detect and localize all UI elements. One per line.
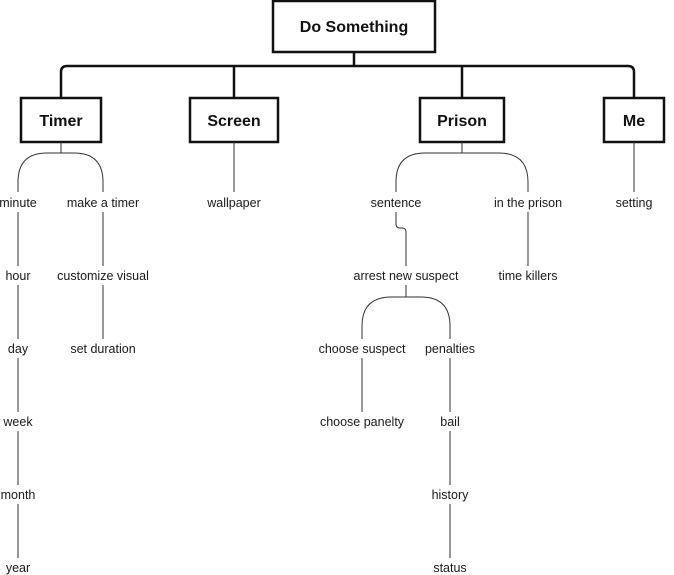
node-bail[interactable]: bail: [440, 415, 459, 429]
node-make-a-timer[interactable]: make a timer: [67, 196, 139, 210]
section-timer[interactable]: Timer: [19, 96, 103, 144]
node-status[interactable]: status: [433, 561, 466, 575]
node-set-duration[interactable]: set duration: [70, 342, 135, 356]
root-label: Do Something: [300, 19, 408, 36]
section-prison-label: Prison: [437, 113, 487, 130]
node-wallpaper[interactable]: wallpaper: [206, 196, 261, 210]
node-choose-panelty[interactable]: choose panelty: [320, 415, 405, 429]
root-connectors: [59, 52, 636, 98]
node-year[interactable]: year: [6, 561, 30, 575]
timer-connectors: [17, 142, 104, 558]
section-screen-label: Screen: [207, 113, 260, 130]
node-arrest-new-suspect[interactable]: arrest new suspect: [354, 269, 459, 283]
node-choose-suspect[interactable]: choose suspect: [319, 342, 406, 356]
section-timer-label: Timer: [39, 113, 82, 130]
node-setting[interactable]: setting: [616, 196, 653, 210]
node-day[interactable]: day: [8, 342, 29, 356]
node-month[interactable]: month: [1, 488, 36, 502]
node-history[interactable]: history: [432, 488, 470, 502]
node-penalties[interactable]: penalties: [425, 342, 475, 356]
section-prison[interactable]: Prison: [418, 96, 506, 144]
section-me-label: Me: [623, 113, 645, 130]
root-node[interactable]: Do Something: [271, 0, 437, 54]
prison-connectors: [361, 142, 529, 558]
node-in-the-prison[interactable]: in the prison: [494, 196, 562, 210]
node-customize-visual[interactable]: customize visual: [57, 269, 149, 283]
node-week[interactable]: week: [2, 415, 33, 429]
node-time-killers[interactable]: time killers: [498, 269, 557, 283]
node-sentence[interactable]: sentence: [371, 196, 422, 210]
node-hour[interactable]: hour: [5, 269, 30, 283]
section-me[interactable]: Me: [602, 96, 666, 144]
section-screen[interactable]: Screen: [188, 96, 280, 144]
node-minute[interactable]: minute: [0, 196, 37, 210]
